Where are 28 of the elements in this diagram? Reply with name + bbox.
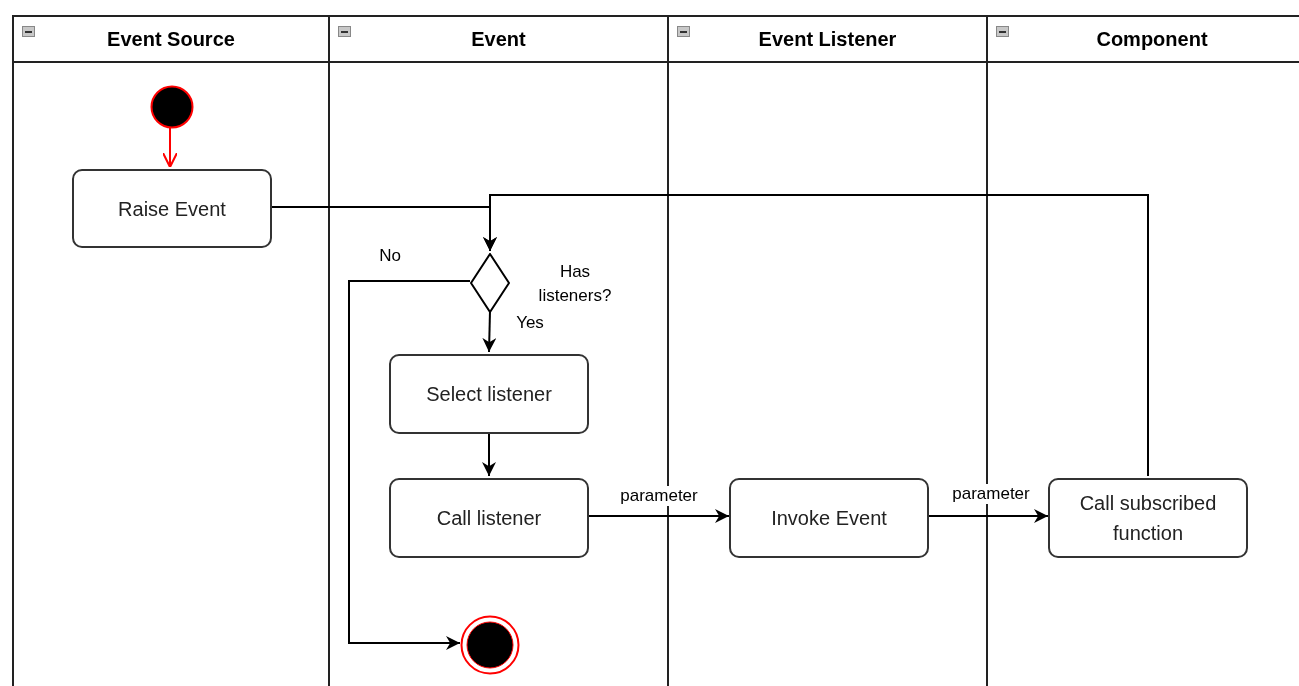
action-box [389,354,589,434]
lane-title: Event Listener [758,27,897,52]
flow-arrow [483,194,1149,477]
edge-label: parameter [951,484,1031,504]
decision-diamond [470,253,510,313]
condition-label: Has listeners? [537,261,613,307]
lane-title: Event Source [107,27,235,52]
flow-arrow [482,431,496,477]
action-box [72,169,272,248]
action-label: Call listener [436,506,542,531]
final-node [460,615,520,675]
flow-arrow [588,509,730,523]
flow-arrow [161,126,179,169]
flow-arrow [482,310,497,353]
action-label: Invoke Event [771,506,887,531]
action-box [389,478,589,558]
swimlane [12,15,330,686]
action-label: Call subscribed function [1078,491,1218,546]
initial-node [150,85,194,129]
action-label: Raise Event [118,196,226,222]
edge-label: parameter [619,486,699,506]
action-box [729,478,929,558]
lane-title: Component [1096,27,1208,52]
action-box [1048,478,1248,558]
flow-arrow [348,280,471,650]
flow-arrow [928,509,1049,523]
action-label: Select listener [426,382,552,407]
lane-title: Event [471,27,526,52]
